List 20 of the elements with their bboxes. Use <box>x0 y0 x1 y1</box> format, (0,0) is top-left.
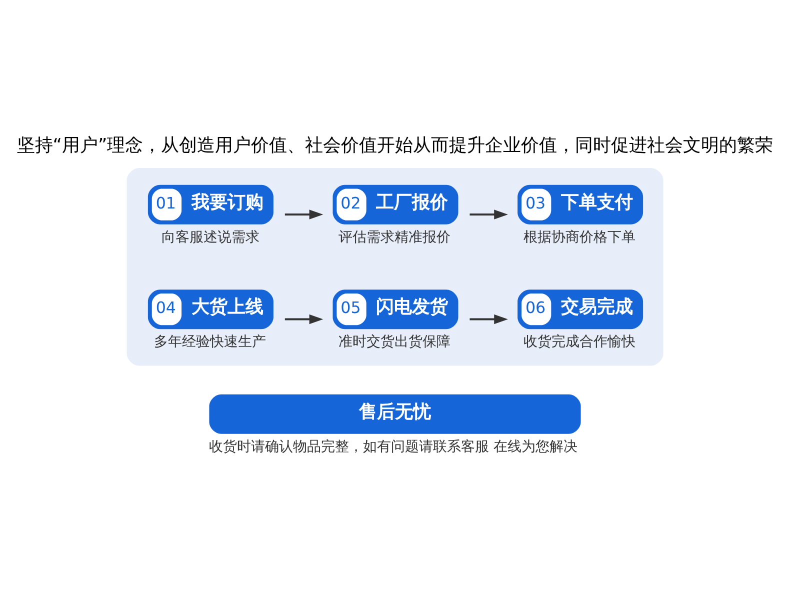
node-box: 01 我要订购 <box>148 184 274 224</box>
node-label: 准时交货出货保障 <box>338 334 451 350</box>
node-label: 评估需求精准报价 <box>338 229 451 246</box>
node-label: 收货时请确认物品完整，如有问题请联系客服 在线为您解决 <box>209 438 578 455</box>
node-box: 03 下单支付 <box>518 184 644 224</box>
node-label: 向客服述说需求 <box>161 229 260 246</box>
arrow <box>470 314 508 324</box>
node-box: 04 大货上线 <box>148 290 274 330</box>
arrow <box>284 314 324 324</box>
arrow <box>284 210 324 220</box>
arrow <box>470 210 508 220</box>
node-box: 02 工厂报价 <box>332 184 458 224</box>
diagram-title: 坚持“用户”理念，从创造用户价值、社会价值开始从而提升企业价值，同时促进社会文明的繁荣 <box>16 135 774 156</box>
cluster <box>126 168 664 366</box>
node-label: 收货完成合作愉快 <box>523 334 636 350</box>
node-box: 售后无忧 <box>209 394 581 434</box>
node-box: 06 交易完成 <box>518 290 644 330</box>
node-label: 多年经验快速生产 <box>154 334 266 350</box>
node-label: 根据协商价格下单 <box>523 229 636 246</box>
node-box: 05 闪电发货 <box>332 290 458 330</box>
